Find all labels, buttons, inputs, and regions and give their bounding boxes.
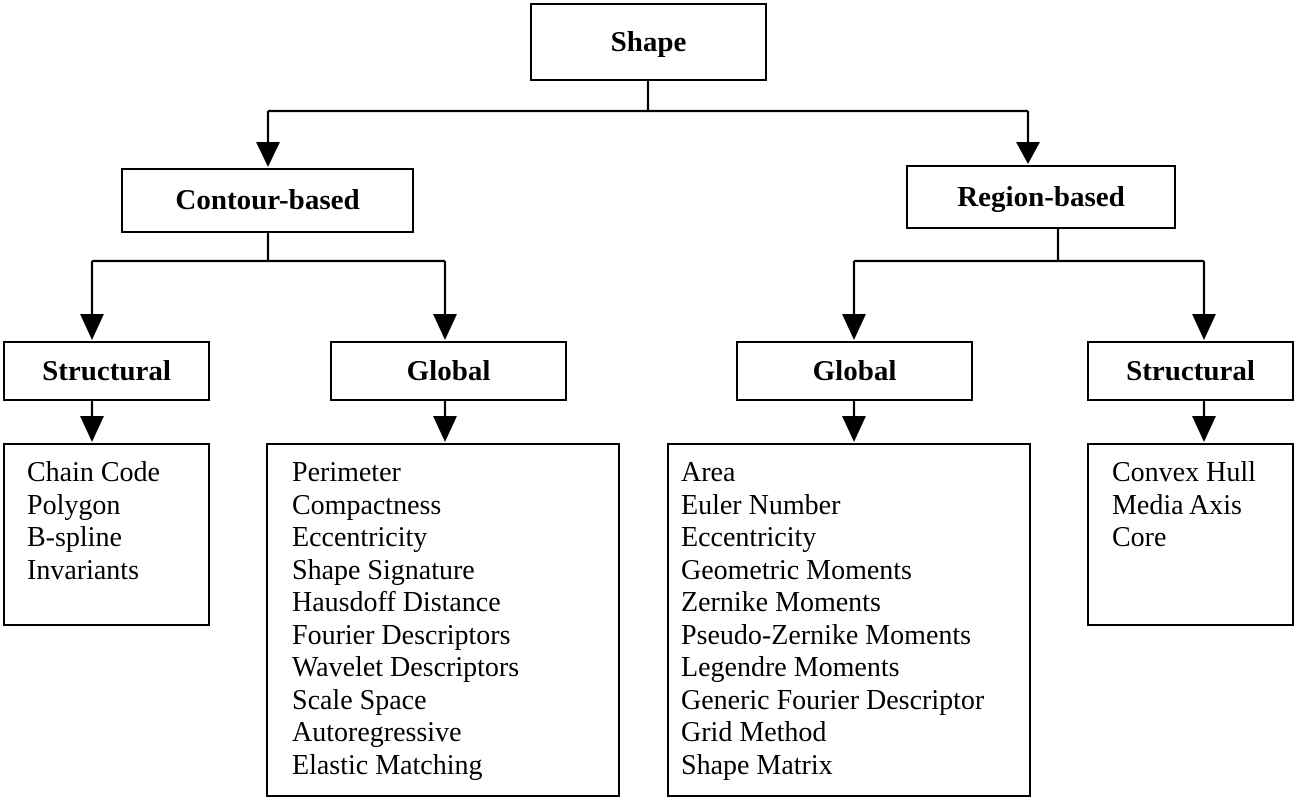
list-item: Core <box>1112 522 1167 553</box>
list-region-global: Area Euler Number Eccentricity Geometric… <box>667 443 1031 797</box>
arrowhead-contour-global <box>433 314 457 340</box>
list-item: Eccentricity <box>292 522 428 553</box>
arrowhead-contour-based <box>256 142 280 167</box>
list-item: Scale Space <box>292 684 427 716</box>
node-contour-based: Contour-based <box>121 168 414 233</box>
list-item: Fourier Descriptors <box>292 619 511 651</box>
arrowhead-contour-structural <box>80 314 104 340</box>
list-item: Wavelet Descriptors <box>292 652 520 683</box>
node-contour-global-label: Global <box>406 354 491 387</box>
list-item: Compactness <box>292 489 442 521</box>
arrowhead-region-based <box>1016 142 1040 164</box>
node-region-based: Region-based <box>906 165 1176 229</box>
node-region-based-label: Region-based <box>957 180 1125 213</box>
node-contour-global: Global <box>330 341 567 401</box>
list-item: Legendre Moments <box>681 652 900 683</box>
list-item: Hausdoff Distance <box>292 587 501 618</box>
list-item: Media Axis <box>1112 489 1242 521</box>
list-item: Chain Code <box>27 457 160 488</box>
list-region-structural: Convex Hull Media Axis Core <box>1087 443 1294 626</box>
arrowhead-region-structural-list <box>1192 416 1216 442</box>
list-item: Autoregressive <box>292 717 462 748</box>
list-item: Polygon <box>27 489 121 521</box>
list-item: B-spline <box>27 522 122 553</box>
list-item: Euler Number <box>681 489 841 521</box>
node-contour-structural: Structural <box>3 341 210 401</box>
arrowhead-contour-structural-list <box>80 416 104 442</box>
list-item: Zernike Moments <box>681 587 881 618</box>
node-contour-based-label: Contour-based <box>175 184 360 216</box>
list-item: Geometric Moments <box>681 554 912 586</box>
node-shape: Shape <box>530 3 767 81</box>
list-item: Shape Matrix <box>681 749 833 781</box>
node-region-global: Global <box>736 341 973 401</box>
list-contour-global: Perimeter Compactness Eccentricity Shape… <box>266 443 620 797</box>
list-item: Elastic Matching <box>292 749 483 781</box>
list-contour-structural: Chain Code Polygon B-spline Invariants <box>3 443 210 626</box>
list-item: Invariants <box>27 554 139 586</box>
node-region-global-label: Global <box>812 354 897 387</box>
arrowhead-contour-global-list <box>433 416 457 442</box>
list-item: Grid Method <box>681 717 827 748</box>
list-item: Area <box>681 457 736 488</box>
list-item: Shape Signature <box>292 554 475 586</box>
node-contour-structural-label: Structural <box>42 354 171 387</box>
list-item: Pseudo-Zernike Moments <box>681 619 972 651</box>
arrowhead-region-global <box>842 314 866 340</box>
node-region-structural-label: Structural <box>1126 354 1255 387</box>
list-item: Perimeter <box>292 457 401 488</box>
arrowhead-region-structural <box>1192 314 1216 340</box>
node-region-structural: Structural <box>1087 341 1294 401</box>
node-shape-label: Shape <box>610 25 687 58</box>
arrowhead-region-global-list <box>842 416 866 442</box>
list-item: Generic Fourier Descriptor <box>681 684 985 716</box>
list-item: Eccentricity <box>681 522 817 553</box>
list-item: Convex Hull <box>1112 457 1256 488</box>
